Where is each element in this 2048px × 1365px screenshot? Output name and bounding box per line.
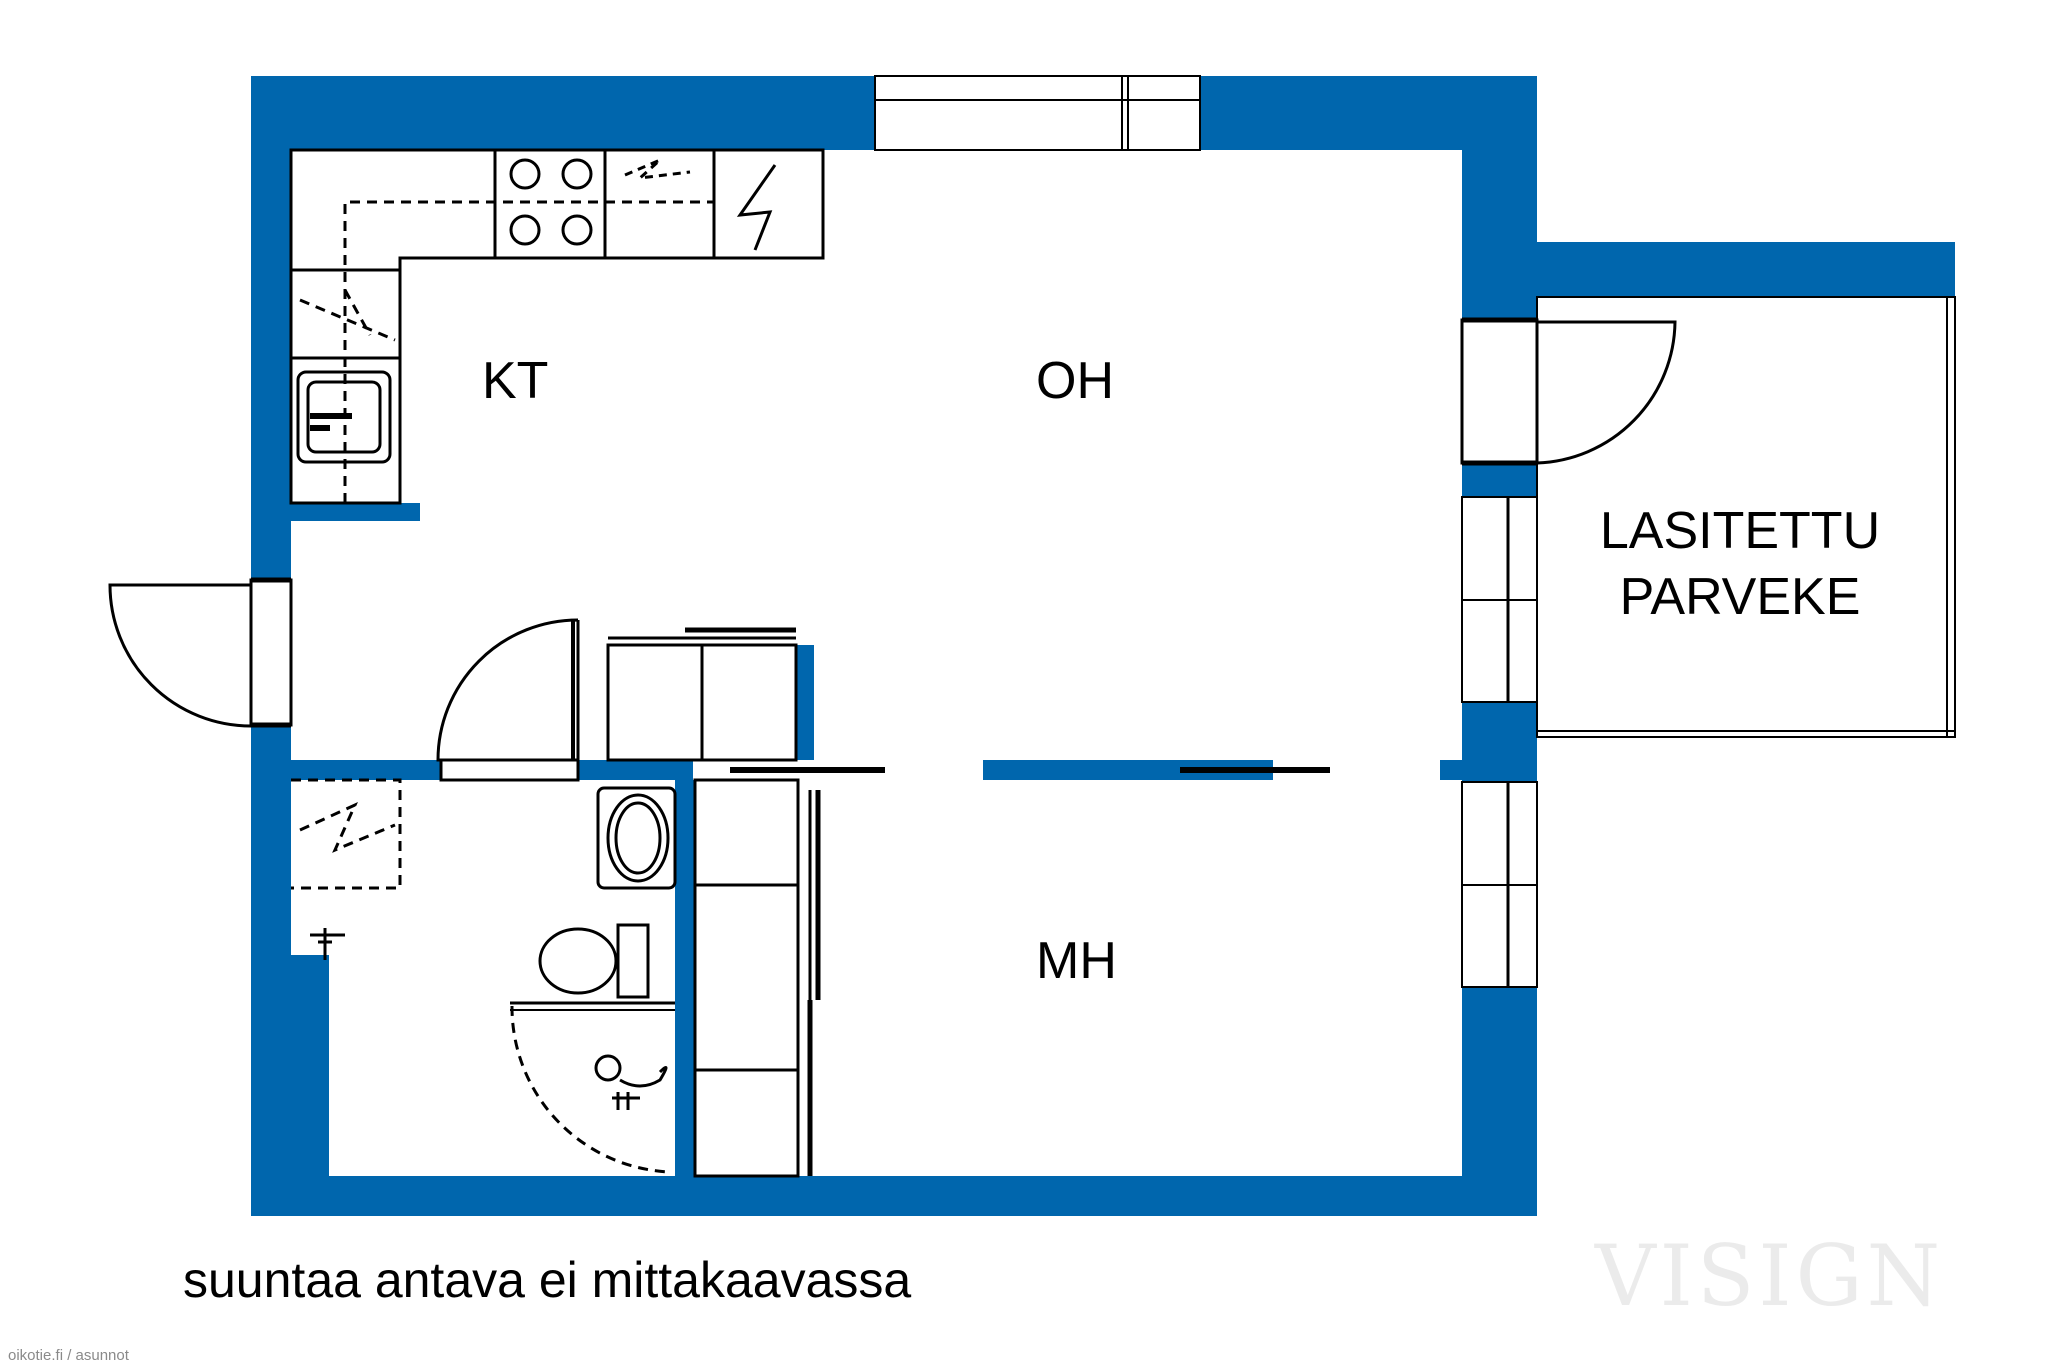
balcony-door — [1460, 317, 1677, 466]
room-label-bedroom: MH — [1036, 932, 1117, 990]
room-label-kitchen: KT — [482, 352, 548, 410]
north-window — [874, 75, 1201, 151]
toilet-bowl — [538, 927, 618, 995]
room-label-balcony-line1: LASITETTU — [1600, 502, 1880, 560]
counter-outline — [289, 148, 825, 505]
windows — [874, 75, 1956, 988]
kitchen-stub-wall — [291, 503, 420, 521]
fridge-icon — [736, 164, 777, 251]
room-label-living-room: OH — [1036, 352, 1114, 410]
balcony-north-wall — [1537, 242, 1955, 297]
dishwasher-icon — [624, 158, 691, 181]
interior-wall-left — [291, 760, 441, 780]
kitchen-counter — [289, 148, 825, 505]
balcony-glazing — [1536, 296, 1956, 738]
interior-wall-right — [983, 760, 1273, 780]
room-label-balcony-line2: PARVEKE — [1620, 568, 1861, 626]
interior-wall-east-stub — [1440, 760, 1462, 780]
stove-icon — [509, 158, 593, 246]
scale-disclaimer: suuntaa antava ei mittakaavassa — [183, 1252, 911, 1308]
west-wall-thick-lower — [251, 955, 329, 1216]
interior-wall-mid — [578, 760, 693, 780]
bathroom-fixtures — [291, 778, 677, 999]
closets — [606, 627, 821, 1178]
shower-door — [510, 1001, 675, 1174]
closet-side-wall — [796, 645, 814, 760]
south-wall — [251, 1176, 1537, 1216]
sink-icon — [296, 370, 392, 464]
wardrobe — [693, 778, 800, 1178]
source-credit: oikotie.fi / asunnot — [8, 1347, 130, 1364]
entrance-door — [108, 577, 293, 728]
shower-area — [291, 778, 402, 890]
bathroom-door — [436, 618, 580, 782]
watermark-logo: VISIGN — [1594, 1227, 1944, 1325]
bidet-shower-icon — [594, 1054, 668, 1110]
counter-dashes — [299, 200, 714, 503]
toilet-tank — [616, 923, 650, 999]
bathroom-wall — [675, 780, 695, 1176]
